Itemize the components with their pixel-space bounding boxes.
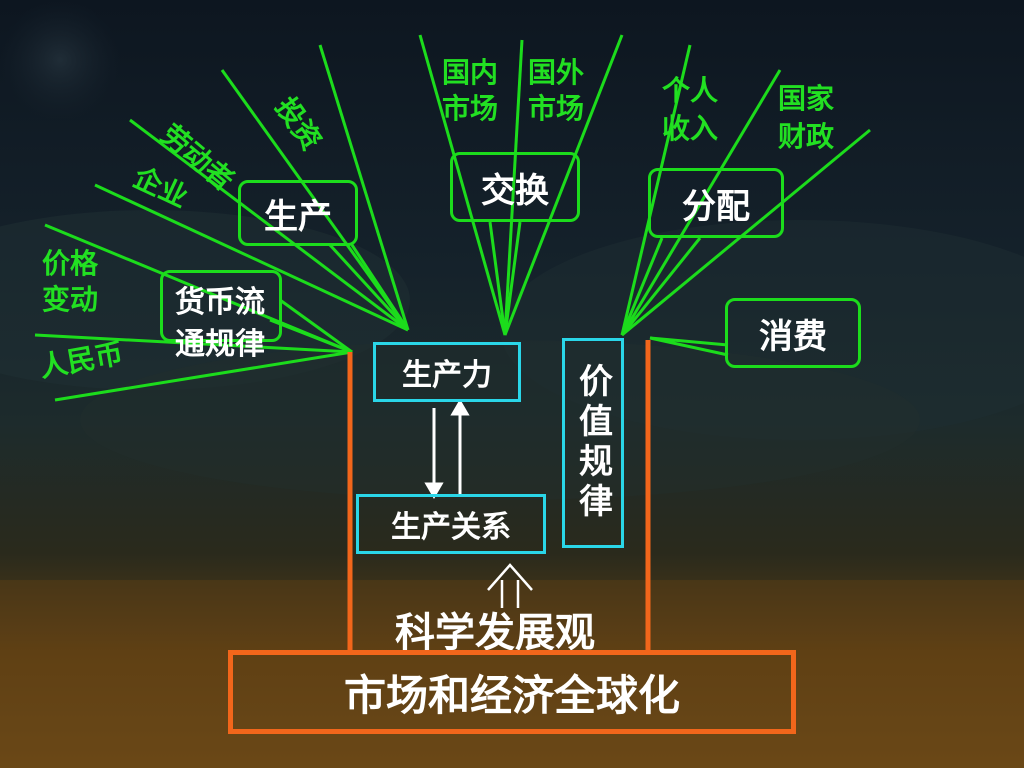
branch-personal-income: 个人收入	[662, 74, 719, 145]
node-currency-box	[160, 270, 282, 342]
node-consumption: 消费	[725, 298, 861, 368]
node-distribution: 分配	[648, 168, 784, 238]
node-currency-circulation: 货币流通规律	[175, 285, 265, 362]
node-exchange: 交换	[450, 152, 580, 222]
branch-national-finance: 国家财政	[778, 82, 835, 153]
branch-domestic-market: 国内市场	[442, 56, 499, 125]
node-productivity: 生产力	[373, 342, 521, 402]
node-production: 生产	[238, 180, 358, 246]
branch-price-change: 价格变动	[42, 247, 99, 316]
branch-foreign-market: 国外市场	[528, 56, 585, 125]
scientific-outlook: 科学发展观	[395, 610, 595, 656]
node-law-of-value: 价值规律	[562, 338, 624, 548]
node-relations-of-production: 生产关系	[356, 494, 546, 554]
node-globalization: 市场和经济全球化	[228, 650, 796, 734]
